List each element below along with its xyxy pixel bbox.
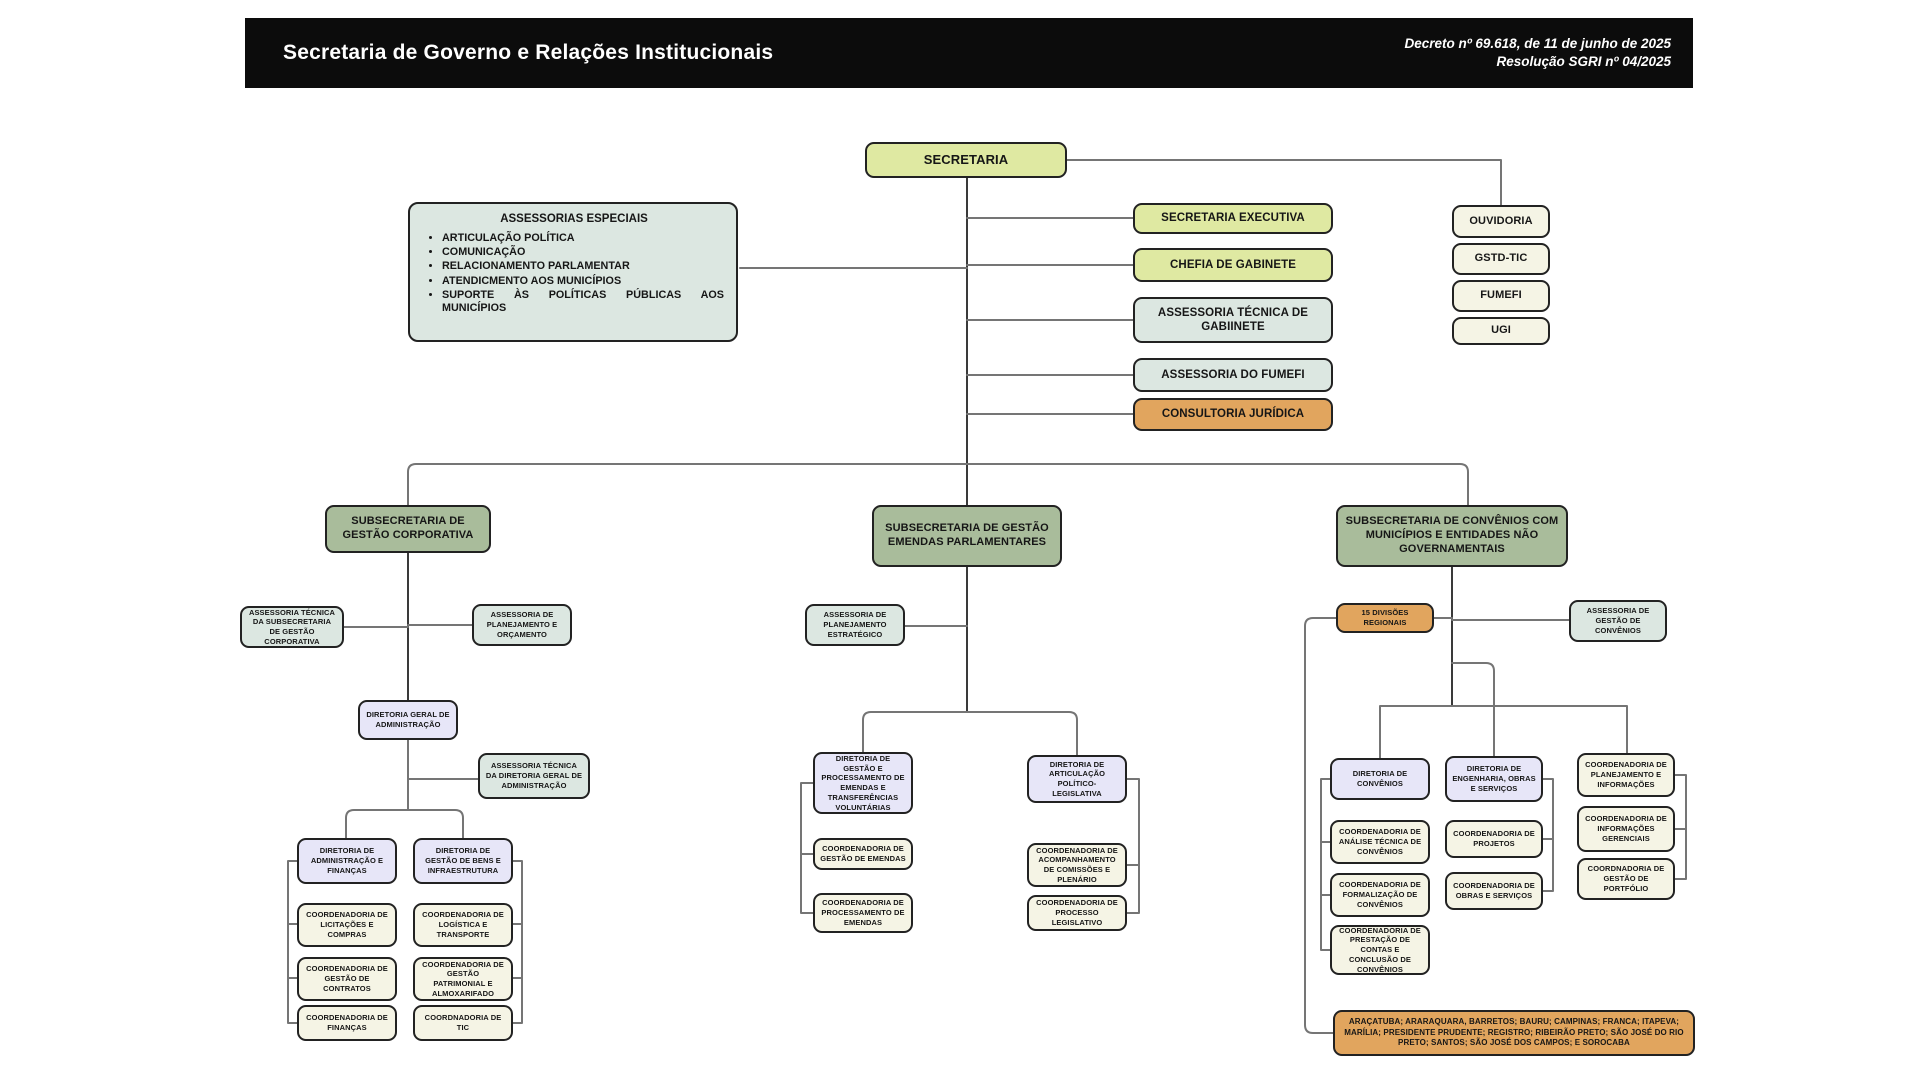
node-secretaria: SECRETARIA <box>865 142 1067 178</box>
node-coordenadoria-prestacao-contas: COORDENADORIA DE PRESTAÇÃO DE CONTAS E C… <box>1330 925 1430 975</box>
decree-line1: Decreto nº 69.618, de 11 de junho de 202… <box>1404 35 1671 51</box>
node-coordenadoria-informacoes-gerenciais: COORDENADORIA DE INFORMAÇÕES GERENCIAIS <box>1577 806 1675 852</box>
node-assessoria-planejamento-orcamento: ASSESSORIA DE PLANEJAMENTO E ORÇAMENTO <box>472 604 572 646</box>
node-coordenadoria-gestao-emendas: COORDENADORIA DE GESTÃO DE EMENDAS <box>813 838 913 870</box>
node-diretoria-administracao-financas: DIRETORIA DE ADMINISTRAÇÃO E FINANÇAS <box>297 838 397 884</box>
assessorias-item: ATENDICMENTO AOS MUNICÍPIOS <box>442 275 724 288</box>
node-coordenadoria-analise-tecnica-convenios: COORDENADORIA DE ANÁLISE TÉCNICA DE CONV… <box>1330 820 1430 864</box>
assessorias-title: ASSESSORIAS ESPECIAIS <box>500 213 648 225</box>
node-assessoria-gestao-convenios: ASSESSORIA DE GESTÃO DE CONVÊNIOS <box>1569 600 1667 642</box>
node-coordenadoria-tic: COORDNADORIA DE TIC <box>413 1005 513 1041</box>
assessorias-item: ARTICULAÇÃO POLÍTICA <box>442 232 724 245</box>
node-gstd-tic: GSTD-TIC <box>1452 243 1550 275</box>
node-coordenadoria-gestao-portfolio: COORDNADORIA DE GESTÃO DE PORTFÓLIO <box>1577 858 1675 900</box>
assessorias-item: COMUNICAÇÃO <box>442 246 724 259</box>
node-subsecretaria-convenios: SUBSECRETARIA DE CONVÊNIOS COM MUNICÍPIO… <box>1336 505 1568 567</box>
node-coordenadoria-licitacoes-compras: COORDENADORIA DE LICITAÇÕES E COMPRAS <box>297 903 397 947</box>
node-divisoes-regionais-cidades: ARAÇATUBA; ARARAQUARA, BARRETOS; BAURU; … <box>1333 1010 1695 1056</box>
node-coordenadoria-planejamento-informacoes: COORDENADORIA DE PLANEJAMENTO E INFORMAÇ… <box>1577 753 1675 797</box>
node-consultoria-juridica: CONSULTORIA JURÍDICA <box>1133 398 1333 431</box>
node-assessorias-especiais: ASSESSORIAS ESPECIAIS ARTICULAÇÃO POLÍTI… <box>408 202 738 342</box>
node-assessoria-planejamento-estrategico: ASSESSORIA DE PLANEJAMENTO ESTRATÉGICO <box>805 604 905 646</box>
page-title: Secretaria de Governo e Relações Institu… <box>283 41 774 64</box>
node-coordenadoria-financas: COORDENADORIA DE FINANÇAS <box>297 1005 397 1041</box>
assessorias-list: ARTICULAÇÃO POLÍTICA COMUNICAÇÃO RELACIO… <box>424 232 724 315</box>
node-coordenadoria-processamento-emendas: COORDENADORIA DE PROCESSAMENTO DE EMENDA… <box>813 893 913 933</box>
node-diretoria-articulacao-politico-legislativa: DIRETORIA DE ARTICULAÇÃO POLÍTICO-LEGISL… <box>1027 755 1127 803</box>
node-coordenadoria-formalizacao-convenios: COORDENADORIA DE FORMALIZAÇÃO DE CONVÊNI… <box>1330 873 1430 917</box>
node-diretoria-convenios: DIRETORIA DE CONVÊNIOS <box>1330 758 1430 800</box>
decree-reference: Decreto nº 69.618, de 11 de junho de 202… <box>1404 18 1671 88</box>
node-chefia-de-gabinete: CHEFIA DE GABINETE <box>1133 248 1333 282</box>
node-15-divisoes-regionais: 15 DIVISÕES REGIONAIS <box>1336 603 1434 633</box>
header-bar: Secretaria de Governo e Relações Institu… <box>245 18 1693 88</box>
node-fumefi: FUMEFI <box>1452 280 1550 312</box>
node-diretoria-engenharia-obras-servicos: DIRETORIA DE ENGENHARIA, OBRAS E SERVIÇO… <box>1445 756 1543 802</box>
node-subsecretaria-gestao-corporativa: SUBSECRETARIA DE GESTÃO CORPORATIVA <box>325 505 491 553</box>
node-diretoria-gestao-bens-infraestrutura: DIRETORIA DE GESTÃO DE BENS E INFRAESTRU… <box>413 838 513 884</box>
node-coordenadoria-gestao-contratos: COORDENADORIA DE GESTÃO DE CONTRATOS <box>297 957 397 1001</box>
node-diretoria-gestao-processamento-emendas: DIRETORIA DE GESTÃO E PROCESSAMENTO DE E… <box>813 752 913 814</box>
node-coordenadoria-projetos: COORDENADORIA DE PROJETOS <box>1445 820 1543 858</box>
assessorias-item: SUPORTE ÀS POLÍTICAS PÚBLICAS AOS MUNICÍ… <box>442 289 724 315</box>
node-coordenadoria-gestao-patrimonial: COORDENADORIA DE GESTÃO PATRIMONIAL E AL… <box>413 957 513 1001</box>
node-assessoria-tecnica-gabinete: ASSESSORIA TÉCNICA DE GABIINETE <box>1133 297 1333 343</box>
node-assessoria-tecnica-sub-corporativa: ASSESSORIA TÉCNICA DA SUBSECRETARIA DE G… <box>240 606 344 648</box>
assessorias-item: RELACIONAMENTO PARLAMENTAR <box>442 260 724 273</box>
decree-line2: Resolução SGRI nº 04/2025 <box>1496 54 1671 69</box>
node-coordenadoria-comissoes-plenario: COORDENADORIA DE ACOMPANHAMENTO DE COMIS… <box>1027 843 1127 887</box>
node-diretoria-geral-administracao: DIRETORIA GERAL DE ADMINISTRAÇÃO <box>358 700 458 740</box>
node-coordenadoria-processo-legislativo: COORDENADORIA DE PROCESSO LEGISLATIVO <box>1027 895 1127 931</box>
node-subsecretaria-gestao-emendas: SUBSECRETARIA DE GESTÃO EMENDAS PARLAMEN… <box>872 505 1062 567</box>
node-assessoria-do-fumefi: ASSESSORIA DO FUMEFI <box>1133 358 1333 392</box>
node-assessoria-tecnica-diretoria-geral: ASSESSORIA TÉCNICA DA DIRETORIA GERAL DE… <box>478 753 590 799</box>
node-coordenadoria-obras-servicos: COORDENADORIA DE OBRAS E SERVIÇOS <box>1445 872 1543 910</box>
node-coordenadoria-logistica-transporte: COORDENADORIA DE LOGÍSTICA E TRANSPORTE <box>413 903 513 947</box>
node-ouvidoria: OUVIDORIA <box>1452 205 1550 238</box>
node-secretaria-executiva: SECRETARIA EXECUTIVA <box>1133 203 1333 234</box>
node-ugi: UGI <box>1452 317 1550 345</box>
